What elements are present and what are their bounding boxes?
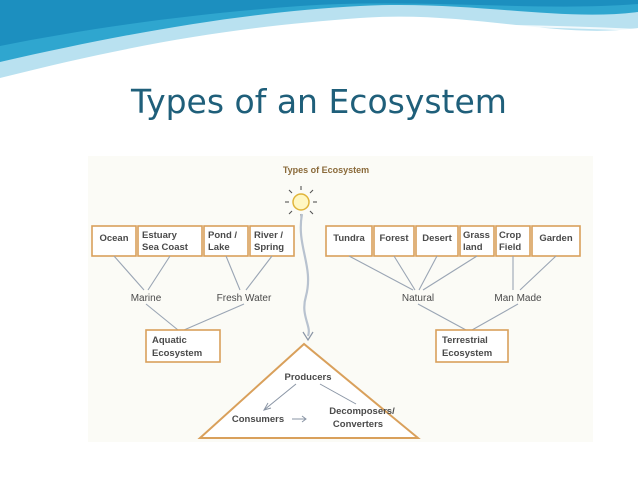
food-chain-triangle xyxy=(197,342,421,439)
aquatic-box-estuary: Estuary Sea Coast xyxy=(137,225,203,257)
aquatic-box-label: River / xyxy=(254,230,283,241)
group-label-fresh-water: Fresh Water xyxy=(217,293,272,304)
terrestrial-ecosystem-label: Terrestrial xyxy=(442,335,488,346)
arrowhead-icon xyxy=(262,402,272,411)
energy-arrow-icon xyxy=(302,331,314,342)
terrestrial-ecosystem-box: Terrestrial Ecosystem xyxy=(435,329,509,363)
terrestrial-box-label: land xyxy=(463,242,483,253)
aquatic-box-ocean: Ocean xyxy=(91,225,137,257)
aquatic-box-label: Spring xyxy=(254,242,284,253)
terrestrial-box-label: Grass xyxy=(463,230,490,241)
terrestrial-box-cropfield: Crop Field xyxy=(495,225,531,257)
wave-darkest xyxy=(0,0,638,46)
aquatic-box-label: Estuary xyxy=(142,230,178,241)
group-label-natural: Natural xyxy=(402,293,434,304)
terrestrial-box-label: Field xyxy=(499,242,521,253)
terrestrial-box-tundra: Tundra xyxy=(325,225,373,257)
diagram-heading: Types of Ecosystem xyxy=(283,165,369,175)
aquatic-box-label: Ocean xyxy=(99,233,128,244)
ecosystem-diagram-svg: Types of Ecosystem xyxy=(91,165,581,439)
triangle-label-decomposers: Decomposers/ xyxy=(329,406,395,417)
aquatic-box-pond: Pond / Lake xyxy=(203,225,249,257)
arrow-producers-to-decomposers xyxy=(319,383,357,405)
terrestrial-box-label: Tundra xyxy=(333,233,365,244)
ecosystem-diagram: Types of Ecosystem xyxy=(88,156,593,442)
terrestrial-box-garden: Garden xyxy=(531,225,581,257)
arrowhead-icon xyxy=(301,415,307,423)
energy-flow-line xyxy=(299,213,310,337)
slide-title: Types of an Ecosystem xyxy=(131,82,507,121)
arrow-producers-to-consumers xyxy=(263,383,297,411)
triangle-label-consumers: Consumers xyxy=(232,414,284,425)
header-wave-decoration xyxy=(0,0,638,78)
aquatic-box-label: Sea Coast xyxy=(142,242,189,253)
wave-highlight xyxy=(59,24,638,67)
terrestrial-box-label: Forest xyxy=(379,233,409,244)
terrestrial-ecosystem-label: Ecosystem xyxy=(442,348,492,359)
aquatic-ecosystem-label: Aquatic xyxy=(152,335,187,346)
aquatic-box-label: Lake xyxy=(208,242,230,253)
triangle-label-producers: Producers xyxy=(285,372,332,383)
sun-icon xyxy=(285,186,317,218)
terrestrial-box-label: Crop xyxy=(499,230,521,241)
group-label-man-made: Man Made xyxy=(494,293,542,304)
triangle-label-converters: Converters xyxy=(333,419,383,430)
group-label-marine: Marine xyxy=(131,293,162,304)
connector-lines xyxy=(113,255,557,331)
aquatic-box-river: River / Spring xyxy=(249,225,295,257)
terrestrial-box-grassland: Grass land xyxy=(459,225,495,257)
aquatic-ecosystem-box: Aquatic Ecosystem xyxy=(145,329,221,363)
terrestrial-box-forest: Forest xyxy=(373,225,415,257)
aquatic-ecosystem-label: Ecosystem xyxy=(152,348,202,359)
aquatic-box-label: Pond / xyxy=(208,230,237,241)
terrestrial-box-desert: Desert xyxy=(415,225,459,257)
terrestrial-box-label: Garden xyxy=(539,233,572,244)
terrestrial-box-label: Desert xyxy=(422,233,452,244)
